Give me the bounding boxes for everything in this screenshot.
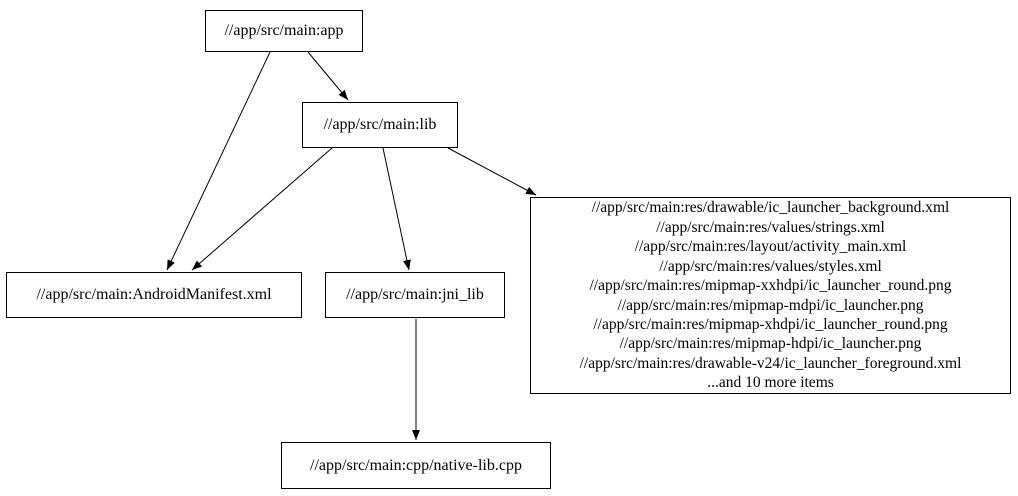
node-native-lib-cpp-label: //app/src/main:cpp/native-lib.cpp bbox=[310, 456, 522, 474]
node-android-manifest: //app/src/main:AndroidManifest.xml bbox=[6, 272, 302, 318]
res-file-line: //app/src/main:res/mipmap-hdpi/ic_launch… bbox=[619, 335, 922, 353]
res-file-line: //app/src/main:res/mipmap-mdpi/ic_launch… bbox=[617, 296, 924, 314]
node-native-lib-cpp: //app/src/main:cpp/native-lib.cpp bbox=[281, 442, 551, 489]
node-lib-label: //app/src/main:lib bbox=[323, 116, 437, 133]
edge-app-to-manifest bbox=[166, 51, 271, 271]
node-res-files-group: //app/src/main:res/drawable/ic_launcher_… bbox=[530, 197, 1011, 394]
node-lib: //app/src/main:lib bbox=[302, 102, 458, 148]
node-jni-lib-label: //app/src/main:jni_lib bbox=[346, 286, 484, 303]
res-file-line: //app/src/main:res/layout/activity_main.… bbox=[634, 238, 907, 256]
node-jni-lib: //app/src/main:jni_lib bbox=[325, 272, 505, 318]
res-file-line: //app/src/main:res/drawable/ic_launcher_… bbox=[591, 199, 950, 217]
edge-app-to-lib bbox=[307, 51, 349, 101]
res-file-line: //app/src/main:res/drawable-v24/ic_launc… bbox=[579, 354, 962, 372]
edge-lib-to-manifest bbox=[191, 147, 333, 271]
res-file-line: //app/src/main:res/mipmap-xhdpi/ic_launc… bbox=[593, 315, 948, 333]
edge-lib-to-res-group bbox=[447, 147, 537, 196]
node-android-manifest-label: //app/src/main:AndroidManifest.xml bbox=[36, 286, 272, 303]
edge-lib-to-jni-lib bbox=[382, 147, 411, 271]
node-app: //app/src/main:app bbox=[205, 10, 363, 52]
node-app-label: //app/src/main:app bbox=[224, 22, 344, 39]
res-file-line: //app/src/main:res/values/styles.xml bbox=[659, 257, 882, 275]
res-file-line: //app/src/main:res/values/strings.xml bbox=[656, 218, 885, 236]
res-more-items-line: ...and 10 more items bbox=[707, 374, 834, 392]
res-file-line: //app/src/main:res/mipmap-xxhdpi/ic_laun… bbox=[589, 277, 952, 295]
